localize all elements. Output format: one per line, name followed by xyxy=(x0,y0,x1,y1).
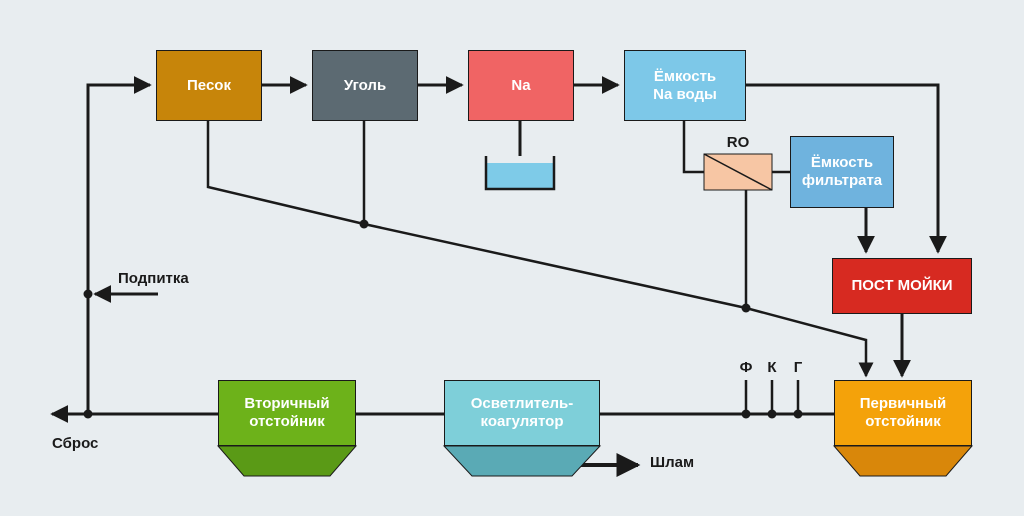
ro-label: RO xyxy=(726,134,750,151)
secondary-settler: Вторичный отстойник xyxy=(218,380,356,446)
filtrate-tank-label-line1: Ёмкость xyxy=(810,154,874,171)
return-line xyxy=(86,76,218,416)
dose-g-junction xyxy=(793,409,803,419)
na-cation-filter-label: Na xyxy=(511,76,531,94)
clarifier-coagulator-label-line2: коагулятор xyxy=(480,413,564,430)
ro-drain-junction xyxy=(741,303,751,313)
secondary-settler-label-line2: отстойник xyxy=(249,413,325,430)
wash-station: ПОСТ МОЙКИ xyxy=(832,258,972,314)
dose-g-label: Г xyxy=(793,359,803,376)
primary-settler-hopper xyxy=(832,445,974,477)
coal-filter: Уголь xyxy=(312,50,418,121)
na-water-tank: Ёмкость Na воды xyxy=(624,50,746,121)
dose-f-label: Ф xyxy=(739,359,753,376)
capacity-to-ro-line xyxy=(682,121,704,174)
makeup-label: Подпитка xyxy=(118,270,189,287)
makeup-junction xyxy=(83,289,93,299)
primary-settler: Первичный отстойник xyxy=(834,380,972,446)
sand-filter-label: Песок xyxy=(187,76,231,94)
sand-filter: Песок xyxy=(156,50,262,121)
clarifier-hopper xyxy=(442,445,602,477)
na-water-tank-label-line2: Na воды xyxy=(653,85,717,103)
na-cation-filter: Na xyxy=(468,50,574,121)
discharge-label: Сброс xyxy=(52,435,99,452)
na-water-tank-label-line1: Ёмкость xyxy=(653,67,717,85)
secondary-settler-hopper xyxy=(216,445,358,477)
capacity-to-wash-arrow xyxy=(746,83,947,254)
sand-drain-line xyxy=(206,121,365,226)
regeneration-tank-water xyxy=(486,163,554,189)
dose-k-label: К xyxy=(767,359,777,376)
drain-collector-line xyxy=(363,222,874,378)
clarifier-coagulator-label-line1: Осветлитель- xyxy=(470,395,574,412)
secondary-settler-label-line1: Вторичный xyxy=(244,395,330,412)
ro-membrane-diagonal xyxy=(703,153,773,191)
filtrate-tank-label-line2: фильтрата xyxy=(801,172,883,189)
discharge-junction xyxy=(83,409,93,419)
dose-k-junction xyxy=(767,409,777,419)
clarifier-coagulator: Осветлитель- коагулятор xyxy=(444,380,600,446)
primary-settler-label-line1: Первичный xyxy=(859,395,947,412)
coal-drain-junction xyxy=(359,219,369,229)
wash-station-label: ПОСТ МОЙКИ xyxy=(851,277,953,294)
sludge-label: Шлам xyxy=(650,454,695,471)
filtrate-tank: Ёмкость фильтрата xyxy=(790,136,894,208)
coal-filter-label: Уголь xyxy=(343,76,387,94)
regeneration-tank-walls xyxy=(484,156,556,191)
primary-settler-label-line2: отстойник xyxy=(865,413,941,430)
dose-f-junction xyxy=(741,409,751,419)
